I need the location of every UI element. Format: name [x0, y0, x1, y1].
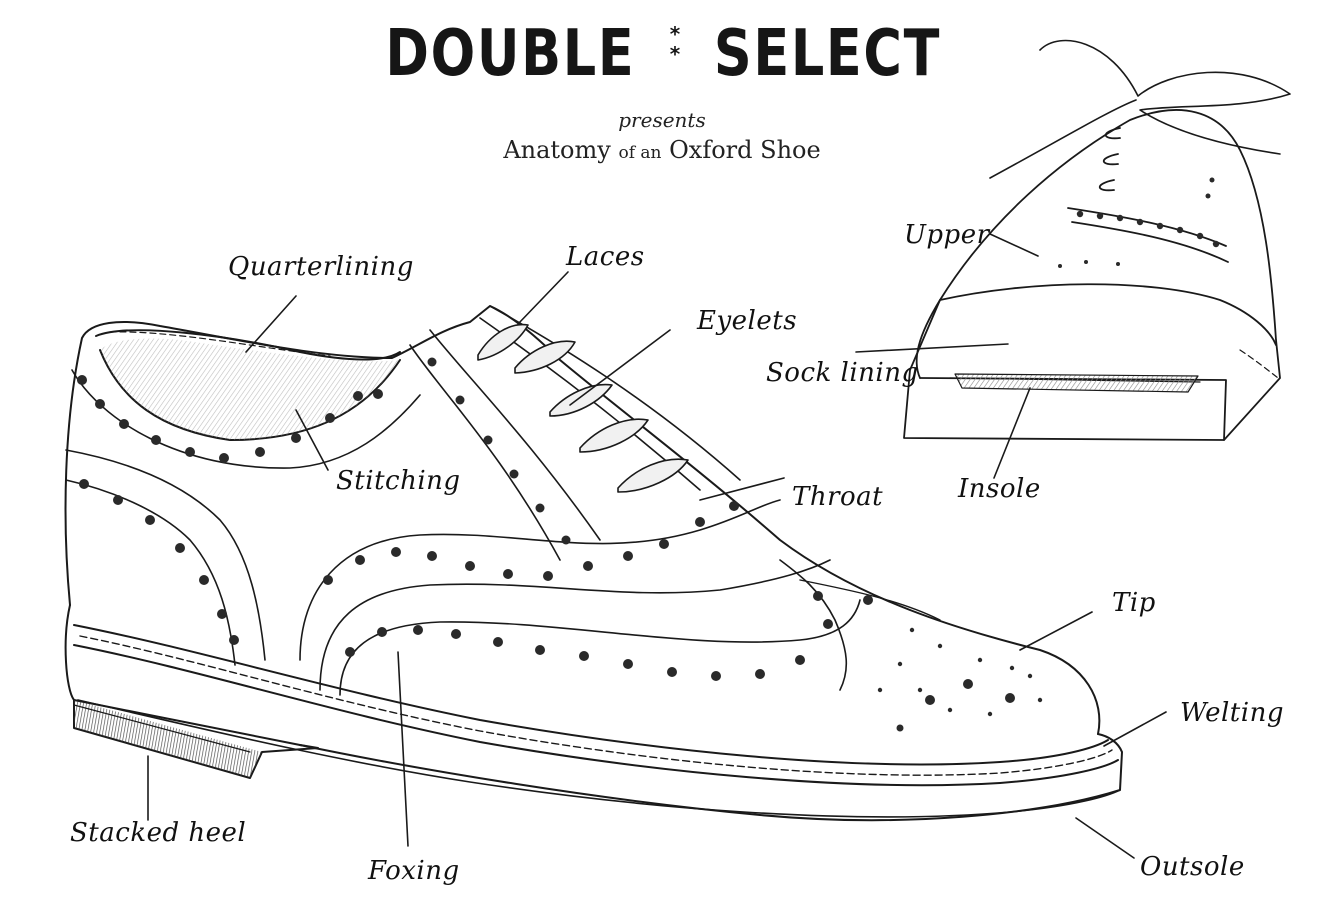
label-eyelets: Eyelets	[697, 306, 798, 336]
brand-word-select: SELECT	[713, 17, 941, 91]
laces-group	[477, 323, 689, 493]
label-insole: Insole	[958, 474, 1041, 504]
title-connector: of an	[618, 143, 662, 163]
brogue-perforations	[77, 357, 1043, 732]
collar-outer	[95, 329, 401, 361]
outsole-shape	[64, 604, 1123, 822]
leader-lines	[147, 233, 1167, 859]
title-anatomy: Anatomy	[503, 136, 611, 164]
presents-text: presents	[618, 108, 706, 132]
label-stacked-heel: Stacked heel	[70, 818, 247, 848]
label-tip: Tip	[1112, 588, 1156, 618]
title-oxford-shoe: Oxford Shoe	[669, 136, 821, 164]
label-outsole: Outsole	[1140, 852, 1245, 882]
front-view-shoe	[903, 39, 1291, 441]
label-foxing: Foxing	[368, 856, 460, 886]
brand-word-double: DOUBLE	[385, 17, 636, 91]
welt-line-upper	[73, 624, 1109, 766]
brand-stars: **	[663, 24, 689, 64]
brand-star-bottom: *	[669, 42, 683, 66]
heel-dark-band	[74, 700, 262, 778]
label-stitching: Stitching	[336, 466, 461, 496]
label-sock-lining: Sock lining	[766, 358, 919, 388]
brand-star-top: *	[669, 22, 683, 46]
label-throat: Throat	[792, 482, 884, 512]
welt-line-lower	[73, 644, 1119, 787]
label-upper: Upper	[904, 220, 990, 250]
label-quarterlining: Quarterlining	[228, 252, 414, 282]
label-laces: Laces	[566, 242, 645, 272]
brand-logo: DOUBLE**SELECT	[0, 22, 1324, 86]
diagram-title: Anatomy of an Oxford Shoe	[0, 136, 1324, 164]
label-welting: Welting	[1180, 698, 1284, 728]
front-view-perforations	[1058, 177, 1220, 268]
